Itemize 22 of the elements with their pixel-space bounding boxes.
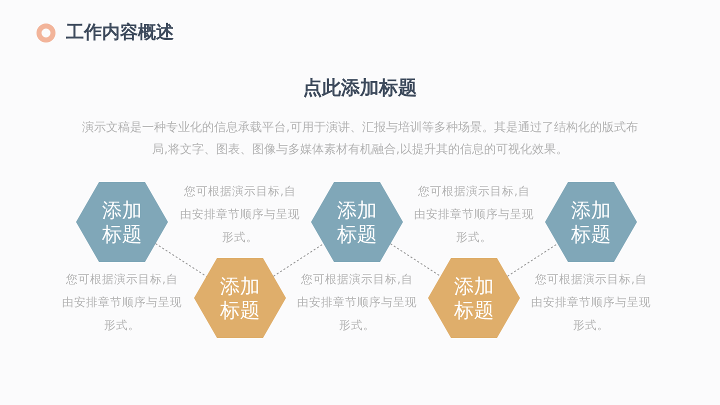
hexagon <box>311 182 403 262</box>
hexagon-label: 添加标题 <box>101 197 143 248</box>
connector-line <box>507 243 558 277</box>
intro-paragraph: 演示文稿是一种专业化的信息承载平台,可用于演讲、汇报与培训等多种场景。其是通过了结构化的版式布局,将文字、图表、图像与多媒体素材有机融合,以提升其的信息的可视化效果。 <box>81 119 639 158</box>
hexagon-label: 添加标题 <box>219 273 261 324</box>
description-text: 您可根据演示目标,自由安排章节顺序与呈现形式。 <box>297 271 417 334</box>
hexagon <box>76 182 168 262</box>
connector-line <box>155 243 207 277</box>
hexagon-label: 添加标题 <box>336 197 378 248</box>
hexagon <box>545 182 637 262</box>
heading: 点此添加标题 <box>302 76 418 101</box>
hexagon <box>194 258 286 338</box>
page-title: 工作内容概述 <box>66 21 174 44</box>
hexagon-label: 添加标题 <box>570 197 612 248</box>
connector-line <box>390 243 441 277</box>
description-text: 您可根据演示目标,自由安排章节顺序与呈现形式。 <box>531 271 651 334</box>
hexagon-label: 添加标题 <box>453 273 495 324</box>
description-text: 您可根据演示目标,自由安排章节顺序与呈现形式。 <box>414 183 534 246</box>
hexagon <box>428 258 520 338</box>
description-text: 您可根据演示目标,自由安排章节顺序与呈现形式。 <box>62 271 182 334</box>
description-text: 您可根据演示目标,自由安排章节顺序与呈现形式。 <box>180 183 300 246</box>
connector-line <box>273 243 324 277</box>
